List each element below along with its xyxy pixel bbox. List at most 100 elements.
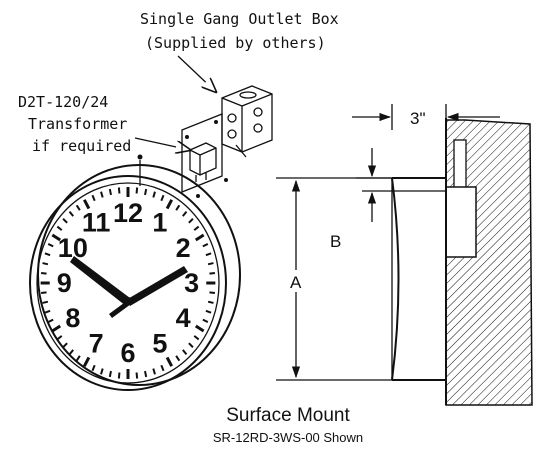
- minute-tick: [117, 372, 121, 379]
- minute-tick: [160, 364, 165, 372]
- minute-tick: [108, 370, 112, 378]
- minute-tick: [193, 335, 200, 341]
- outlet-box-leader-arrow: [177, 55, 216, 92]
- dimension-3in-label: 3": [410, 109, 426, 128]
- minute-hand: [126, 266, 188, 306]
- clock-numeral: 5: [152, 329, 167, 359]
- clock-side-body: [392, 177, 447, 381]
- minute-tick: [51, 233, 62, 242]
- minute-tick: [165, 356, 174, 367]
- outlet-box-callout: Single Gang Outlet Box (Supplied by othe…: [140, 10, 339, 92]
- clock-numeral: 6: [120, 338, 135, 368]
- conduit: [453, 139, 467, 191]
- clock-numeral: 8: [65, 303, 80, 333]
- minute-tick: [42, 300, 49, 304]
- minute-tick: [47, 243, 54, 248]
- minute-tick: [51, 324, 62, 333]
- minute-tick: [165, 199, 174, 210]
- minute-tick: [56, 335, 63, 341]
- transformer-leader-arrow: [134, 137, 190, 150]
- side-outlet-box: [445, 186, 477, 258]
- minute-tick: [207, 300, 214, 304]
- minute-tick: [91, 194, 96, 202]
- minute-tick: [205, 252, 212, 257]
- minute-tick: [182, 349, 188, 355]
- clock-numeral: 1: [152, 207, 167, 237]
- clock-numeral: 11: [82, 207, 111, 237]
- outlet-box-label-line2: (Supplied by others): [145, 34, 326, 52]
- minute-tick: [117, 187, 121, 194]
- minute-tick: [135, 372, 139, 379]
- dimension-a: A: [276, 177, 392, 381]
- clock-numeral: 3: [184, 268, 199, 298]
- minute-tick: [100, 368, 104, 375]
- minute-tick: [152, 368, 156, 375]
- dimension-3in: 3": [352, 104, 500, 130]
- minute-tick: [175, 204, 181, 211]
- minute-tick: [207, 262, 214, 266]
- minute-tick: [100, 191, 104, 198]
- minute-tick: [194, 324, 205, 333]
- minute-tick: [62, 218, 68, 224]
- minute-tick: [42, 262, 49, 266]
- minute-tick: [68, 211, 74, 217]
- caption-title: Surface Mount: [226, 405, 350, 426]
- minute-tick: [44, 252, 51, 257]
- clock-lens-curve: [391, 177, 400, 381]
- minute-tick: [205, 309, 212, 314]
- hand-tail: [109, 300, 131, 318]
- clock-numeral: 9: [57, 268, 72, 298]
- minute-tick: [209, 291, 215, 295]
- minute-tick: [144, 188, 148, 196]
- minute-tick: [75, 204, 81, 211]
- dimension-a-label: A: [290, 273, 302, 292]
- minute-tick: [194, 233, 205, 242]
- minute-tick: [56, 225, 63, 231]
- minute-ticks: [40, 187, 216, 379]
- clock-numeral: 4: [176, 303, 191, 333]
- minute-tick: [160, 194, 165, 202]
- minute-tick: [62, 342, 68, 348]
- transformer-label-line2: Transformer: [28, 115, 127, 133]
- minute-tick: [75, 355, 81, 362]
- clock-housing: [37, 164, 241, 386]
- clock-side-view: [391, 118, 533, 406]
- minute-tick: [202, 318, 209, 323]
- minute-tick: [202, 243, 209, 248]
- minute-tick: [193, 225, 200, 231]
- clock-bezel: [29, 175, 227, 391]
- transformer-label-line1: D2T-120/24: [18, 93, 108, 111]
- minute-tick: [135, 187, 139, 194]
- minute-tick: [91, 364, 96, 372]
- minute-tick: [41, 271, 47, 275]
- minute-tick: [152, 191, 156, 198]
- minute-tick: [82, 356, 91, 367]
- minute-tick: [188, 218, 194, 224]
- caption-subtitle: SR-12RD-3WS-00 Shown: [213, 430, 363, 445]
- clock-numeral: 7: [89, 329, 104, 359]
- transformer-callout: D2T-120/24 Transformer if required: [18, 93, 190, 155]
- minute-tick: [82, 199, 91, 210]
- clock-numeral: 2: [176, 233, 191, 263]
- dimension-b: B: [330, 148, 446, 251]
- minute-tick: [209, 271, 215, 275]
- minute-tick: [188, 342, 194, 348]
- minute-tick: [108, 188, 112, 196]
- dimension-b-label: B: [330, 232, 341, 251]
- minute-tick: [41, 291, 47, 295]
- transformer-label-line3: if required: [32, 137, 131, 155]
- minute-tick: [47, 318, 54, 323]
- outlet-box-drawing: [137, 85, 273, 198]
- center-hub: [124, 297, 132, 305]
- outlet-box-label-line1: Single Gang Outlet Box: [140, 10, 339, 28]
- clock-numeral: 12: [113, 198, 143, 228]
- minute-tick: [44, 309, 51, 314]
- clock-face: [36, 182, 220, 384]
- hour-hand: [70, 256, 130, 306]
- minute-tick: [68, 349, 74, 355]
- minute-tick: [182, 211, 188, 217]
- minute-tick: [175, 355, 181, 362]
